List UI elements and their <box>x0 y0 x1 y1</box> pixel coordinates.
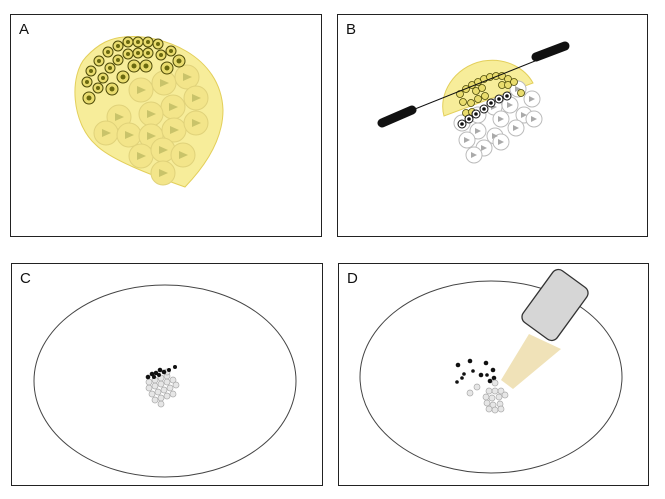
panel-label-b: B <box>346 21 357 38</box>
panel-d: D <box>338 263 649 486</box>
light-source <box>521 268 589 342</box>
arena-clustered-illustration <box>33 284 297 478</box>
panel-a: A <box>10 14 322 237</box>
pierced-egg-mass-illustration <box>377 41 570 164</box>
handle-left <box>377 105 417 128</box>
egg-mass-illustration <box>74 36 224 188</box>
panel-label-c: C <box>20 270 31 287</box>
panel-b: B <box>337 14 648 237</box>
panel-label-a: A <box>19 21 30 38</box>
arena-light-illustration <box>359 268 623 474</box>
handle-right <box>531 41 570 62</box>
arena-oval <box>33 284 297 478</box>
panel-label-d: D <box>347 270 358 287</box>
arena-oval <box>359 280 623 474</box>
panel-c: C <box>11 263 323 486</box>
light-beam <box>501 334 561 389</box>
